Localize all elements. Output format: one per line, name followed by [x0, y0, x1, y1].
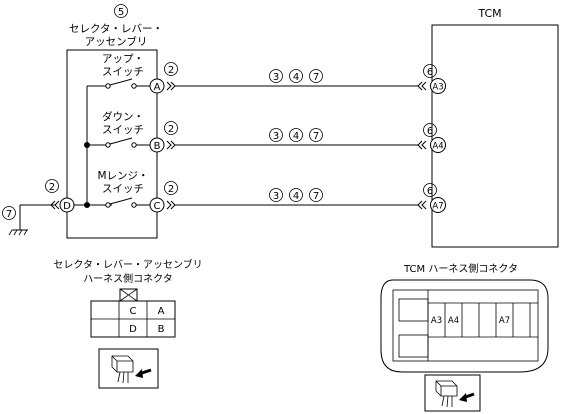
- connector-chevron: [166, 81, 176, 91]
- switch-contact: [131, 83, 137, 89]
- selector-connector-pin: A: [158, 306, 165, 317]
- wire-ref-number: 4: [293, 191, 299, 202]
- selector-terminal-label: A: [154, 82, 161, 93]
- switch-row: アップ・スイッチ A2 3 4 7 6A3: [87, 53, 446, 94]
- tcm-terminal-label: A4: [432, 142, 443, 152]
- selector-connector-title1: セレクタ・レバー・アッセンブリ: [53, 258, 202, 271]
- selector-assembly-box: [66, 49, 158, 239]
- tcm-connector-shell: [380, 279, 549, 373]
- switch-contact: [131, 142, 137, 148]
- switch-label-line2: スイッチ: [102, 124, 144, 136]
- selector-terminal: [149, 78, 165, 94]
- switch-label-line1: アップ・: [102, 53, 144, 65]
- selector-ref-number: 5: [118, 7, 124, 18]
- wire-ref-number: 7: [313, 191, 319, 202]
- tcm-terminal: [430, 78, 446, 94]
- ground-section: D 2 7: [2, 179, 75, 236]
- near-ref-number: 2: [168, 184, 174, 195]
- near-ref-circle: [164, 62, 178, 76]
- tcm-connector-chevron: [417, 140, 427, 150]
- tcm-pin-a4: A4: [448, 316, 459, 326]
- selector-connector-pin: B: [158, 324, 165, 335]
- connector-view-icon: [98, 348, 159, 389]
- wire-ref-number: 4: [293, 72, 299, 83]
- near-ref-circle: [164, 121, 178, 135]
- tcm-connector-view-icon: [424, 374, 481, 412]
- tcm-ref-circle: [423, 123, 437, 137]
- tcm-connector-title: TCM ハーネス側コネクタ: [403, 262, 518, 275]
- wire-ref-number: 3: [273, 72, 279, 83]
- tcm-ref-circle: [423, 64, 437, 78]
- tcm-terminal: [430, 197, 446, 213]
- terminal-d-label: D: [63, 201, 71, 212]
- connector-chevron: [166, 140, 176, 150]
- tcm-connector: TCM ハーネス側コネクタ A3 A4 A7: [380, 262, 549, 412]
- selector-connector-pin: D: [129, 324, 137, 335]
- switch-label-line1: Mレンジ・: [97, 170, 148, 182]
- tcm-connector-chevron: [417, 81, 427, 91]
- selector-label-line2: アッセンブリ: [85, 35, 148, 48]
- selector-connector-title2: ハーネス側コネクタ: [83, 272, 173, 285]
- wire-ref-circle: [269, 128, 283, 142]
- wire-ref-circle: [289, 128, 303, 142]
- wire-ref-circle: [309, 128, 323, 142]
- near-ref-circle: [164, 181, 178, 195]
- switch-label-line2: スイッチ: [102, 66, 144, 78]
- tcm-terminal-label: A7: [432, 202, 443, 212]
- selector-terminal: [149, 197, 165, 213]
- selector-assembly: 5 セレクタ・レバー・ アッセンブリ: [66, 4, 163, 239]
- near-ref-number: 2: [168, 124, 174, 135]
- tcm-ref-number: 6: [427, 67, 433, 78]
- wire-ref-number: 4: [293, 131, 299, 142]
- tcm-pin-a3: A3: [431, 316, 442, 326]
- switch-blade: [109, 197, 133, 205]
- tcm-terminal: [430, 137, 446, 153]
- wire-ref-circle: [289, 69, 303, 83]
- wire-ref-number: 3: [273, 131, 279, 142]
- tcm-ref-number: 6: [427, 186, 433, 197]
- terminal-d: [59, 197, 75, 213]
- wire-ref-circle: [309, 69, 323, 83]
- switch-label-line2: スイッチ: [102, 183, 144, 195]
- selector-terminal: [149, 137, 165, 153]
- selector-connector: セレクタ・レバー・アッセンブリ ハーネス側コネクタ C A D B: [53, 258, 203, 389]
- ground-near-ref: 2: [49, 182, 55, 193]
- tcm-module: TCM: [431, 7, 559, 248]
- wire-ref-circle: [269, 188, 283, 202]
- wire-ref-circle: [309, 188, 323, 202]
- switch-row: Mレンジ・スイッチ C2 3 4 7 6A7: [87, 170, 446, 213]
- switch-row: ダウン・スイッチ B2 3 4 7 6A4: [87, 110, 446, 153]
- switch-blade: [109, 78, 133, 86]
- selector-terminal-label: B: [154, 141, 161, 152]
- tcm-connector-chevron: [417, 200, 427, 210]
- switch-contact: [105, 142, 111, 148]
- tcm-terminal-label: A3: [432, 83, 443, 93]
- wire-ref-circle: [269, 69, 283, 83]
- switch-blade: [109, 137, 133, 145]
- switch-label-line1: ダウン・: [102, 110, 144, 123]
- tcm-label: TCM: [477, 7, 501, 20]
- switch-contact: [105, 202, 111, 208]
- near-ref-number: 2: [168, 65, 174, 76]
- wire-ref-circle: [289, 188, 303, 202]
- tcm-ref-circle: [423, 183, 437, 197]
- selector-connector-pin: C: [130, 306, 137, 317]
- switch-contact: [131, 202, 137, 208]
- selector-terminal-label: C: [154, 201, 161, 212]
- wire-ref-number: 7: [313, 131, 319, 142]
- tcm-box: [431, 24, 559, 248]
- wire-ref-number: 3: [273, 191, 279, 202]
- wire-ref-number: 7: [313, 72, 319, 83]
- selector-label-line1: セレクタ・レバー・: [69, 23, 163, 35]
- ground-ref: 7: [6, 209, 12, 220]
- switch-contact: [105, 83, 111, 89]
- connector-chevron: [166, 200, 176, 210]
- tcm-pin-a7: A7: [499, 316, 510, 326]
- tcm-ref-number: 6: [427, 126, 433, 137]
